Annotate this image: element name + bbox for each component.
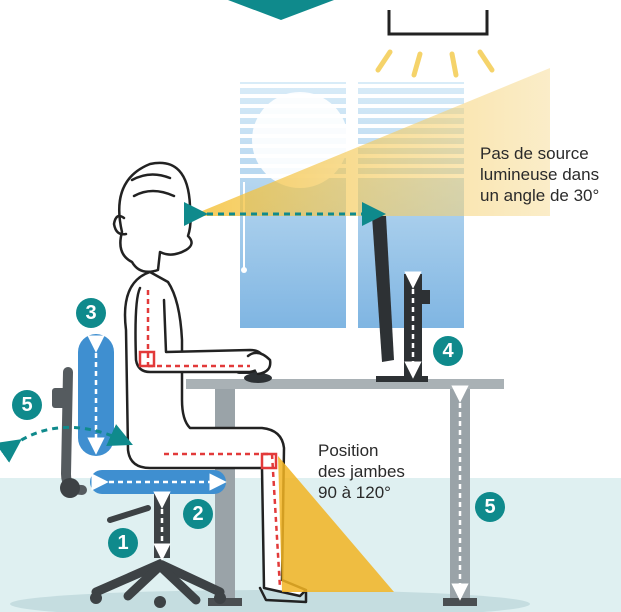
light-note-line-3: un angle de 30° (480, 185, 599, 206)
badge-backrest-tilt: 5 (12, 390, 42, 420)
light-source-note: Pas de source lumineuse dans un angle de… (480, 143, 599, 206)
light-note-line-2: lumineuse dans (480, 164, 599, 185)
ceiling-lamp (378, 10, 492, 75)
leg-position-note: Position des jambes 90 à 120° (318, 440, 405, 503)
badge-seat-depth: 2 (183, 499, 213, 529)
legs-note-line-1: Position (318, 440, 405, 461)
badge-monitor-height: 4 (433, 336, 463, 366)
badge-backrest-height: 3 (76, 298, 106, 328)
badge-desk-height: 5 (475, 492, 505, 522)
legs-note-line-3: 90 à 120° (318, 482, 405, 503)
top-marker (228, 0, 334, 20)
badge-chair-height: 1 (108, 528, 138, 558)
light-note-line-1: Pas de source (480, 143, 599, 164)
legs-note-line-2: des jambes (318, 461, 405, 482)
